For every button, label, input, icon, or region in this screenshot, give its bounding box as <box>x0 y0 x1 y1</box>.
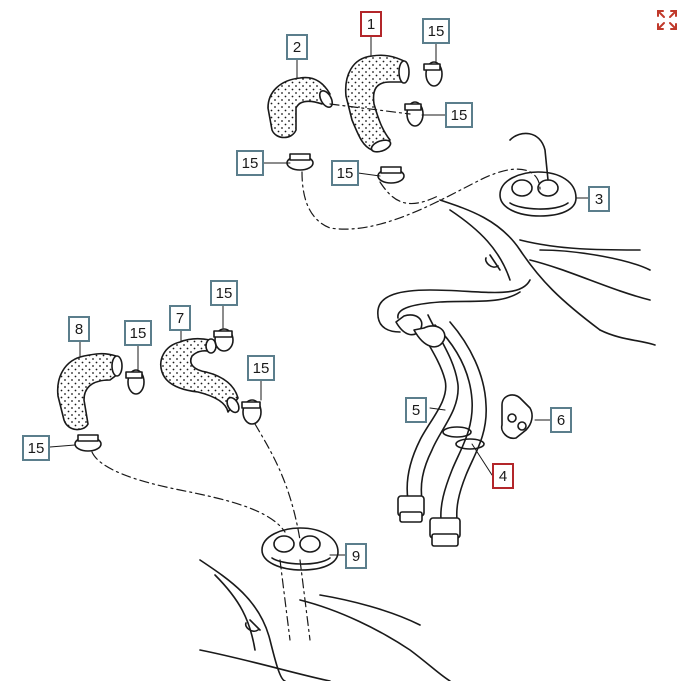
callout-5[interactable]: 5 <box>405 397 427 423</box>
hose-8 <box>56 352 123 431</box>
callout-15-b[interactable]: 15 <box>445 102 473 128</box>
grommet-3 <box>499 171 577 217</box>
callout-7[interactable]: 7 <box>169 305 191 331</box>
callout-15-c[interactable]: 15 <box>236 150 264 176</box>
callout-15-a[interactable]: 15 <box>422 18 450 44</box>
expand-button[interactable] <box>654 7 680 33</box>
callout-9[interactable]: 9 <box>345 543 367 569</box>
callout-8[interactable]: 8 <box>68 316 90 342</box>
clip-6 <box>500 394 533 440</box>
hose-1 <box>344 54 410 153</box>
callout-1[interactable]: 1 <box>360 11 382 37</box>
callout-6[interactable]: 6 <box>550 407 572 433</box>
callout-15-h[interactable]: 15 <box>22 435 50 461</box>
hose-2 <box>267 76 334 139</box>
callout-3[interactable]: 3 <box>588 186 610 212</box>
callout-15-f[interactable]: 15 <box>210 280 238 306</box>
upper-clamps <box>286 61 443 184</box>
pipe-assembly <box>377 279 531 547</box>
lower-clamps <box>74 328 262 452</box>
callout-15-g[interactable]: 15 <box>247 355 275 381</box>
upper-body-panel <box>439 132 656 346</box>
callout-15-e[interactable]: 15 <box>124 320 152 346</box>
hose-7 <box>160 337 240 414</box>
lower-body-panel <box>199 559 451 681</box>
expand-icon <box>657 10 677 30</box>
lower-routing-lines <box>91 423 311 641</box>
callout-15-d[interactable]: 15 <box>331 160 359 186</box>
grommet-9 <box>261 527 339 571</box>
callout-4[interactable]: 4 <box>492 463 514 489</box>
callout-2[interactable]: 2 <box>286 34 308 60</box>
upper-routing-lines <box>301 103 541 230</box>
leader-lines <box>49 35 589 556</box>
